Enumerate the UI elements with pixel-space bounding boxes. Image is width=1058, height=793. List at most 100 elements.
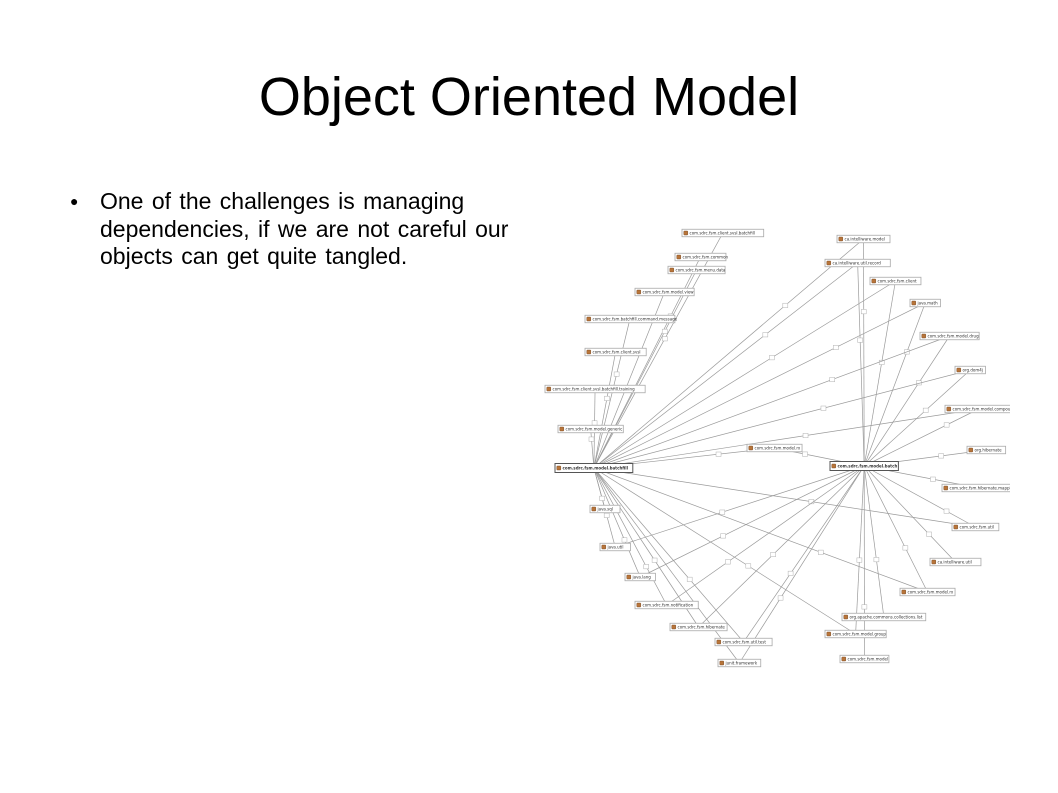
edge-count-box xyxy=(599,495,605,501)
edge-count-box xyxy=(613,371,620,377)
package-node[interactable]: com.sdrc.fsm.util.test xyxy=(714,637,773,647)
package-node[interactable]: ca.intelliware.util.record xyxy=(824,258,891,268)
dependency-edge xyxy=(863,369,971,467)
package-node[interactable]: com.sdrc.fsm.model.group xyxy=(824,629,887,639)
edge-count-box xyxy=(621,537,628,543)
edge-count-box xyxy=(651,557,658,563)
package-node[interactable]: com.sdrc.fsm.model.generic xyxy=(557,424,624,434)
hub-package-node[interactable]: com.sdrc.fsm.model.batch xyxy=(829,461,899,471)
package-label: org.hibernate xyxy=(975,447,1003,452)
edge-count-box xyxy=(643,564,650,570)
package-node[interactable]: com.sdrc.fsm.client xyxy=(869,276,922,286)
package-node[interactable]: java.lang xyxy=(624,572,656,582)
edge-count-box xyxy=(922,407,929,413)
package-icon xyxy=(676,254,682,260)
edge-count-box xyxy=(661,328,668,334)
package-node[interactable]: java.math xyxy=(909,298,941,308)
package-node[interactable]: com.sdrc.fsm.model.rx xyxy=(899,587,956,597)
package-icon xyxy=(911,300,916,306)
package-icon xyxy=(946,406,951,412)
dependency-edge xyxy=(593,467,641,578)
package-icon xyxy=(559,426,564,432)
package-node[interactable]: java.sql xyxy=(589,504,621,514)
package-icon xyxy=(901,589,906,595)
package-node[interactable]: com.sdrc.fsm.model.rx xyxy=(746,443,803,453)
package-label: com.sdrc.fsm.model.batch xyxy=(838,463,898,468)
package-icon xyxy=(953,524,958,530)
edge-count-box xyxy=(818,549,824,555)
edge-layer xyxy=(588,232,987,664)
package-label: com.sdrc.fsm.model.view xyxy=(643,289,695,294)
package-label: com.sdrc.fsm.model.compound xyxy=(953,406,1011,411)
package-label: com.sdrc.fsm.util.test xyxy=(723,639,767,644)
package-node[interactable]: org.dom4j xyxy=(954,365,986,375)
package-icon xyxy=(591,506,596,512)
package-icon xyxy=(636,289,642,295)
package-node[interactable]: org.hibernate xyxy=(966,445,1007,455)
edge-count-box xyxy=(686,576,693,582)
package-icon xyxy=(748,445,754,451)
package-node[interactable]: com.sdrc.fsm.hibernate xyxy=(669,622,728,632)
package-icon xyxy=(871,278,876,284)
package-node[interactable]: com.sdrc.fsm.common xyxy=(674,252,729,262)
package-icon xyxy=(586,316,591,322)
package-icon xyxy=(546,386,552,392)
package-label: com.sdrc.fsm.model.generic xyxy=(566,426,623,431)
package-node[interactable]: com.sdrc.fsm.util xyxy=(951,522,1000,532)
package-icon xyxy=(683,230,689,236)
package-node[interactable]: com.sdrc.fsm.model xyxy=(839,654,890,664)
package-label: com.sdrc.fsm.client.svsl xyxy=(593,349,641,354)
dependency-edge xyxy=(593,269,697,469)
package-node[interactable]: com.sdrc.fsm.hibernate.mapping xyxy=(941,483,1010,493)
package-node[interactable]: com.sdrc.fsm.client.svsl.batchfill.train… xyxy=(544,384,646,394)
package-label: com.sdrc.fsm.model.rx xyxy=(755,445,801,450)
edge-count-box xyxy=(782,302,789,308)
package-node[interactable]: com.sdrc.fsm.notification xyxy=(634,600,699,610)
dependency-edge xyxy=(863,335,950,467)
dependency-edge xyxy=(593,467,667,606)
dependency-edge xyxy=(593,335,950,469)
package-node[interactable]: ca.intelliware.util xyxy=(929,557,982,567)
edge-count-box xyxy=(943,422,950,428)
package-node[interactable]: ca.intelliware.model xyxy=(836,234,891,244)
package-label: org.apache.commons.collections.list xyxy=(850,614,923,619)
dependency-edge xyxy=(863,465,928,593)
node-layer: com.sdrc.fsm.client.svsl.batchfill com.sd… xyxy=(544,228,1011,668)
package-label: com.sdrc.fsm.client xyxy=(878,278,918,283)
dependency-edge xyxy=(593,467,744,643)
slide-title: Object Oriented Model xyxy=(258,67,800,127)
package-node[interactable]: com.sdrc.fsm.menu.data xyxy=(667,265,726,275)
package-node[interactable]: com.sdrc.fsm.batchfill.command.message xyxy=(584,314,678,324)
edge-count-box xyxy=(745,563,752,569)
edge-count-box xyxy=(943,508,950,514)
edge-count-box xyxy=(720,533,726,539)
package-node[interactable]: org.apache.commons.collections.list xyxy=(841,612,927,622)
package-label: com.sdrc.fsm.common xyxy=(683,254,729,259)
package-node[interactable]: junit.framework xyxy=(717,658,762,668)
package-icon xyxy=(826,260,831,266)
hub-package-node[interactable]: com.sdrc.fsm.model.batchfill xyxy=(554,463,634,473)
package-node[interactable]: com.sdrc.fsm.model.drug xyxy=(919,331,980,341)
package-node[interactable]: com.sdrc.fsm.model.compound xyxy=(944,404,1011,414)
dependency-edge xyxy=(640,465,865,578)
dependency-edge xyxy=(857,262,865,467)
dependency-edge xyxy=(593,408,979,469)
package-icon xyxy=(921,333,926,339)
package-label: com.sdrc.fsm.model.group xyxy=(833,631,887,636)
package-label: com.sdrc.fsm.hibernate xyxy=(678,624,726,629)
package-label: com.sdrc.fsm.util xyxy=(960,524,994,529)
package-node[interactable]: com.sdrc.fsm.client.svsl.batchfill xyxy=(681,228,765,238)
dependency-edge xyxy=(593,238,864,469)
package-label: com.sdrc.fsm.model.batchfill xyxy=(563,465,629,470)
edge-count-box xyxy=(860,309,867,315)
package-node[interactable]: com.sdrc.fsm.client.svsl xyxy=(584,347,647,357)
package-label: java.sql xyxy=(597,506,613,511)
dependency-edge xyxy=(593,467,699,628)
package-node[interactable]: java.util xyxy=(599,542,631,552)
package-node[interactable]: com.sdrc.fsm.model.view xyxy=(634,287,695,297)
package-label: com.sdrc.fsm.model.rx xyxy=(908,589,954,594)
dependency-edge xyxy=(743,465,865,643)
edge-count-box xyxy=(762,332,769,338)
package-label: com.sdrc.fsm.client.svsl.batchfill xyxy=(690,230,755,235)
dependency-edge xyxy=(593,369,971,469)
